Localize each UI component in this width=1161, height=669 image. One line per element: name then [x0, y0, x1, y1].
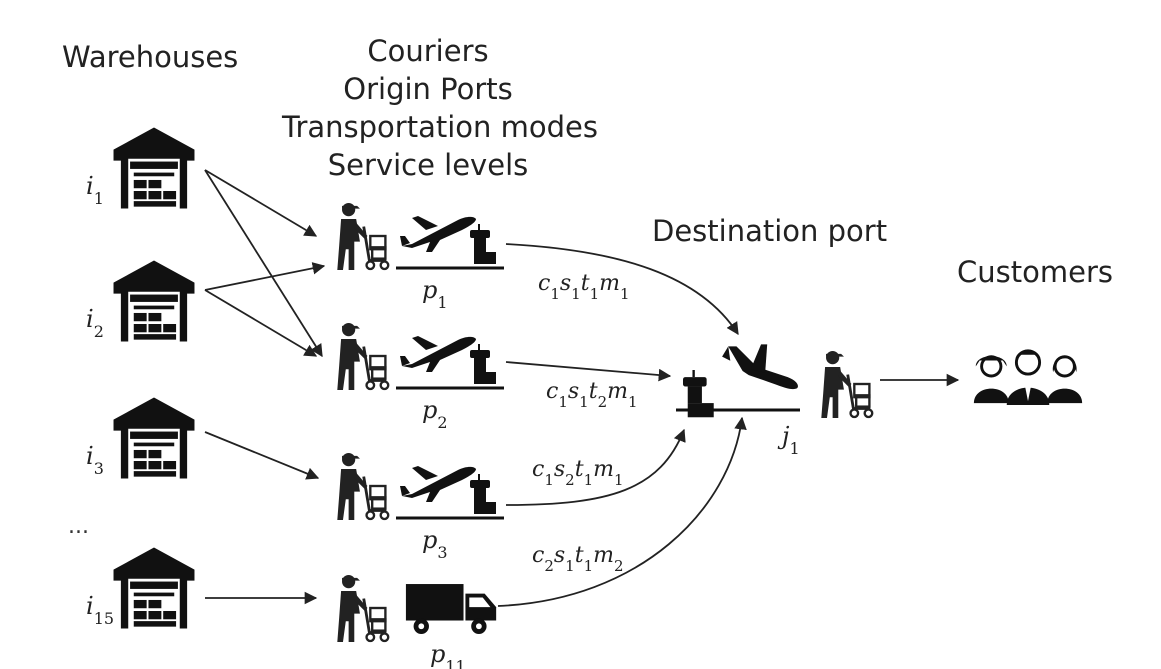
control-tower-icon-p2 [470, 344, 496, 384]
airplane-landing-icon [722, 344, 798, 390]
warehouse-label-i1: i1 [86, 172, 104, 208]
edge-i3-p3 [204, 431, 320, 480]
customers-group-icon [972, 348, 1084, 406]
courier-options-heading: Couriers Origin Ports Transportation mod… [282, 32, 598, 184]
warehouse-icon-i1 [113, 127, 195, 209]
customers-heading: Customers [957, 255, 1113, 289]
warehouse-ellipsis: ... [68, 514, 89, 539]
truck-icon-p11 [405, 584, 497, 634]
control-tower-icon-p1 [470, 224, 496, 264]
origin-port-label-p1: p1 [422, 276, 448, 312]
origin-port-label-p11: p11 [430, 640, 466, 669]
origin-port-label-p2: p2 [422, 396, 448, 432]
warehouses-heading: Warehouses [62, 40, 239, 74]
edge-i1-p2 [204, 169, 323, 358]
heading-line-origin-ports: Origin Ports [343, 72, 513, 106]
courier-icon-p11 [335, 573, 390, 644]
edge-i2-p1 [204, 262, 326, 291]
edge-i2-p2 [204, 289, 318, 357]
route-label-p3: c1s2t1m1 [532, 457, 624, 489]
route-label-p2: c1s1t2m1 [546, 379, 638, 411]
courier-icon-p2 [335, 321, 390, 392]
control-tower-icon-p3 [470, 474, 496, 514]
heading-line-transportation-modes: Transportation modes [282, 110, 598, 144]
route-label-p1: c1s1t1m1 [538, 271, 630, 303]
heading-line-couriers: Couriers [367, 34, 489, 68]
route-p11-j1 [497, 416, 747, 607]
warehouse-icon-i3 [113, 397, 195, 479]
origin-port-label-p3: p3 [422, 526, 448, 562]
warehouse-icon-i2 [113, 260, 195, 342]
courier-icon-p1 [335, 201, 390, 272]
warehouse-label-i3: i3 [86, 442, 104, 478]
destination-port-label: j1 [777, 422, 800, 458]
warehouse-label-i15: i15 [86, 592, 114, 628]
airplane-takeoff-icon-p2 [400, 336, 476, 372]
airplane-takeoff-icon-p3 [400, 466, 476, 502]
route-p3-j1 [505, 428, 686, 506]
warehouse-icon-i15 [113, 547, 195, 629]
destination-port-heading: Destination port [652, 214, 888, 248]
heading-line-service-levels: Service levels [327, 148, 529, 182]
courier-icon-p3 [335, 451, 390, 522]
route-p2-j1 [505, 361, 672, 382]
route-label-p11: c2s1t1m2 [532, 543, 624, 575]
route-p1-j1 [505, 243, 739, 336]
courier-icon-last-mile [819, 349, 874, 420]
warehouse-label-i2: i2 [86, 305, 104, 341]
edge-i1-p1 [204, 169, 318, 237]
airplane-takeoff-icon-p1 [400, 216, 476, 252]
